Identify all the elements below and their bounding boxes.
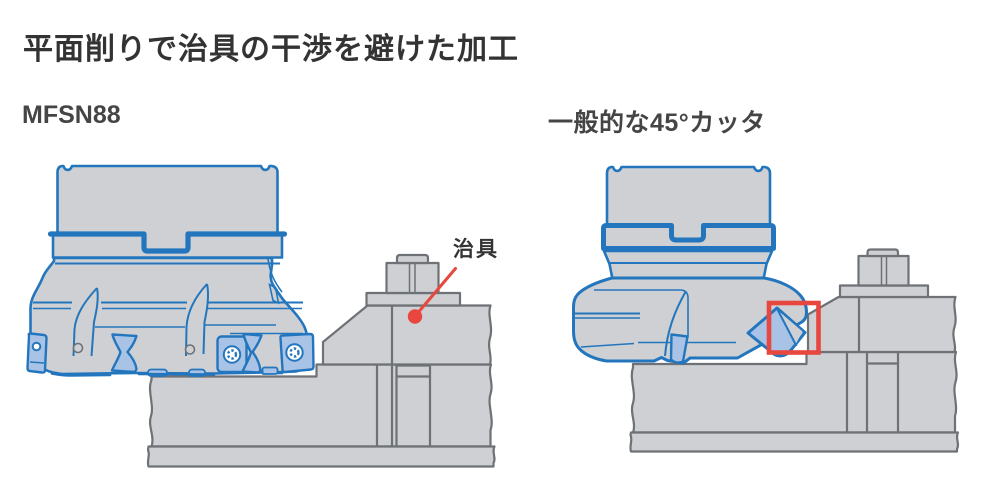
cutter-mfsn88 (26, 164, 315, 377)
workpiece (630, 350, 958, 434)
right-figure (572, 165, 960, 453)
jig-bolt-cap (866, 248, 900, 258)
jig-bolt-shaft (845, 352, 900, 433)
cutter-bottom-edge (50, 368, 284, 377)
jig-bolt-cap (395, 253, 430, 265)
cutter-head (29, 256, 309, 376)
jig-washer (365, 291, 462, 307)
clamp-wedge-middle (241, 332, 263, 374)
jig-bolt-head (385, 261, 440, 295)
left-figure-label: MFSN88 (22, 101, 121, 129)
torx-screw-icon (222, 345, 242, 364)
jig-leader-line (417, 267, 457, 313)
cutter-flange (601, 223, 776, 251)
cutter-neck (602, 249, 774, 281)
jig-clamp-bar (806, 295, 957, 354)
insert-left (26, 332, 48, 374)
interference-box (766, 300, 821, 355)
insert-right (279, 332, 315, 374)
jig-washer (838, 284, 930, 299)
jig-label: 治具 (453, 238, 499, 261)
workpiece (148, 363, 493, 448)
base-plate (146, 445, 496, 468)
cutter-face-lines (33, 258, 303, 357)
jig-clamp-bar (321, 304, 493, 366)
left-figure (26, 164, 496, 468)
page-title: 平面削りで治具の干渉を避けた加工 (23, 33, 519, 66)
insert-bottom (669, 333, 689, 364)
clamp-wedge-left (110, 333, 138, 374)
jig-leader-dot (407, 309, 423, 324)
cutter-flange-edge (47, 231, 288, 254)
jig-bolt-head (857, 254, 910, 287)
base-plate (629, 431, 960, 453)
cutter-shank (56, 164, 279, 254)
torx-screw-icon (285, 343, 304, 362)
cutter-head (572, 276, 808, 365)
insert-shim (261, 366, 279, 375)
right-figure-label: 一般的な45°カッタ (548, 109, 766, 137)
cutter-45deg (572, 165, 808, 365)
insert-middle (216, 335, 248, 374)
